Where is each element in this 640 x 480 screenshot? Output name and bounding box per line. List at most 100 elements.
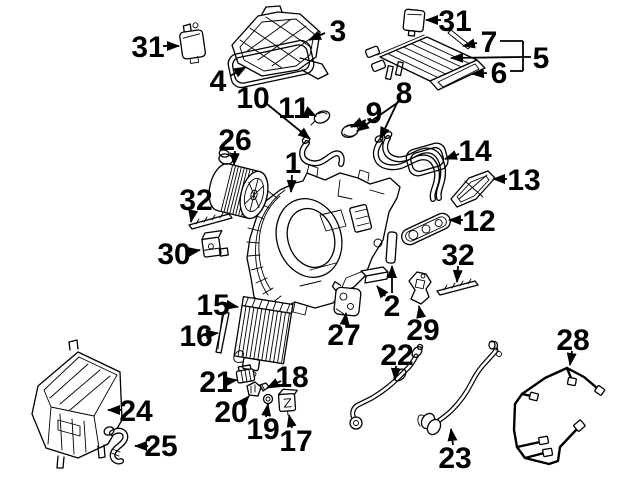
callout-32-19: 32 bbox=[441, 239, 475, 283]
tab bbox=[237, 364, 252, 372]
inner bbox=[265, 396, 271, 402]
callout-arrow bbox=[462, 38, 478, 49]
outer bbox=[227, 39, 315, 89]
connector-2 bbox=[566, 376, 577, 387]
callout-number: 23 bbox=[438, 442, 471, 475]
pin-lines bbox=[447, 29, 472, 50]
callout-10-7: 10 bbox=[236, 82, 311, 140]
hole-2 bbox=[421, 224, 431, 234]
hose-a-core bbox=[374, 140, 439, 201]
callout-number: 9 bbox=[366, 97, 383, 130]
callout-arrow bbox=[379, 100, 399, 140]
callout-6-5: 6 bbox=[471, 57, 523, 90]
callout-number: 11 bbox=[278, 92, 310, 125]
strip bbox=[436, 280, 479, 296]
callout-number: 22 bbox=[380, 339, 413, 372]
dome-arc bbox=[255, 189, 286, 296]
grid bbox=[239, 16, 315, 69]
vent-window bbox=[349, 203, 373, 233]
callout-number: 8 bbox=[396, 77, 413, 110]
callout-25-30: 25 bbox=[134, 430, 178, 463]
end-fitting bbox=[411, 346, 423, 358]
callout-24-29: 24 bbox=[107, 395, 153, 428]
outer bbox=[262, 393, 274, 405]
callout-11-8: 11 bbox=[278, 92, 317, 125]
part-retaining-pin bbox=[447, 29, 472, 50]
branch-right bbox=[565, 366, 599, 390]
shaft-1 bbox=[339, 292, 348, 301]
dome-arc-inner bbox=[258, 195, 281, 291]
inner-rim bbox=[239, 18, 315, 72]
callout-18-26: 18 bbox=[266, 361, 309, 394]
callout-arrow bbox=[303, 106, 317, 117]
callout-number: 32 bbox=[179, 184, 212, 217]
end-nub bbox=[416, 343, 424, 351]
callout-arrow bbox=[187, 247, 201, 257]
motor-cap-top bbox=[218, 149, 230, 158]
pipe-loop bbox=[233, 350, 244, 363]
part-filler-bar bbox=[360, 266, 389, 284]
callout-number: 6 bbox=[491, 57, 508, 90]
callout-arrow bbox=[566, 350, 577, 366]
flange-hole bbox=[353, 420, 359, 426]
callout-number: 7 bbox=[481, 26, 498, 59]
outline bbox=[246, 381, 262, 397]
callout-number: 2 bbox=[384, 290, 401, 323]
spokes bbox=[244, 177, 264, 212]
connector-4 bbox=[538, 435, 550, 446]
part-refrigerant-pipe-a bbox=[349, 343, 424, 430]
callout-arrow bbox=[266, 378, 282, 389]
branch-apex bbox=[565, 366, 573, 380]
callout-22-31: 22 bbox=[380, 339, 414, 381]
part-expansion-valve bbox=[277, 388, 298, 416]
part-hose-left bbox=[299, 135, 345, 167]
hatch bbox=[443, 278, 472, 291]
callout-arrow bbox=[229, 66, 247, 78]
nub bbox=[496, 351, 502, 357]
shaft-2 bbox=[347, 302, 354, 310]
connector-6 bbox=[573, 419, 586, 432]
body bbox=[277, 392, 297, 413]
end-cap bbox=[429, 59, 486, 91]
callout-29-20: 29 bbox=[406, 305, 440, 347]
callout-arrow bbox=[224, 376, 238, 387]
part-drain-hose bbox=[103, 426, 129, 465]
callout-number: 14 bbox=[458, 135, 492, 168]
hole bbox=[420, 273, 426, 279]
tab bbox=[68, 339, 79, 351]
callout-8-10: 8 bbox=[356, 77, 413, 140]
inner bbox=[410, 146, 445, 173]
top-face bbox=[201, 229, 223, 241]
band-hatch bbox=[244, 296, 291, 314]
callout-number: 29 bbox=[406, 314, 439, 347]
callout-arrow bbox=[205, 329, 219, 340]
body bbox=[179, 29, 206, 60]
body bbox=[201, 236, 222, 258]
callout-arrow bbox=[450, 52, 524, 63]
ribs bbox=[59, 413, 87, 455]
callout-number: 30 bbox=[157, 238, 190, 271]
ribs bbox=[240, 368, 252, 383]
callout-7-4: 7 bbox=[462, 26, 523, 59]
callout-number: 5 bbox=[533, 42, 550, 75]
pipe-core bbox=[432, 348, 498, 426]
callout-arrow bbox=[286, 174, 297, 193]
callout-32-15: 32 bbox=[179, 184, 213, 223]
ribs bbox=[110, 448, 121, 457]
center-line bbox=[217, 315, 223, 350]
part-actuator-motor bbox=[201, 229, 229, 258]
part-heater-core bbox=[364, 34, 486, 91]
callout-2-18: 2 bbox=[376, 265, 401, 323]
callout-arrow bbox=[308, 30, 326, 41]
callout-number: 3 bbox=[330, 15, 347, 48]
callout-13-13: 13 bbox=[492, 164, 541, 197]
hole-1 bbox=[408, 229, 419, 240]
callout-number: 28 bbox=[556, 324, 589, 357]
pipe-core bbox=[351, 354, 418, 423]
fins bbox=[387, 39, 470, 78]
connector-5 bbox=[542, 447, 554, 458]
part-vent-duct bbox=[450, 170, 496, 208]
tube-1 bbox=[364, 45, 381, 59]
part-seal-strip-lower bbox=[436, 278, 479, 296]
